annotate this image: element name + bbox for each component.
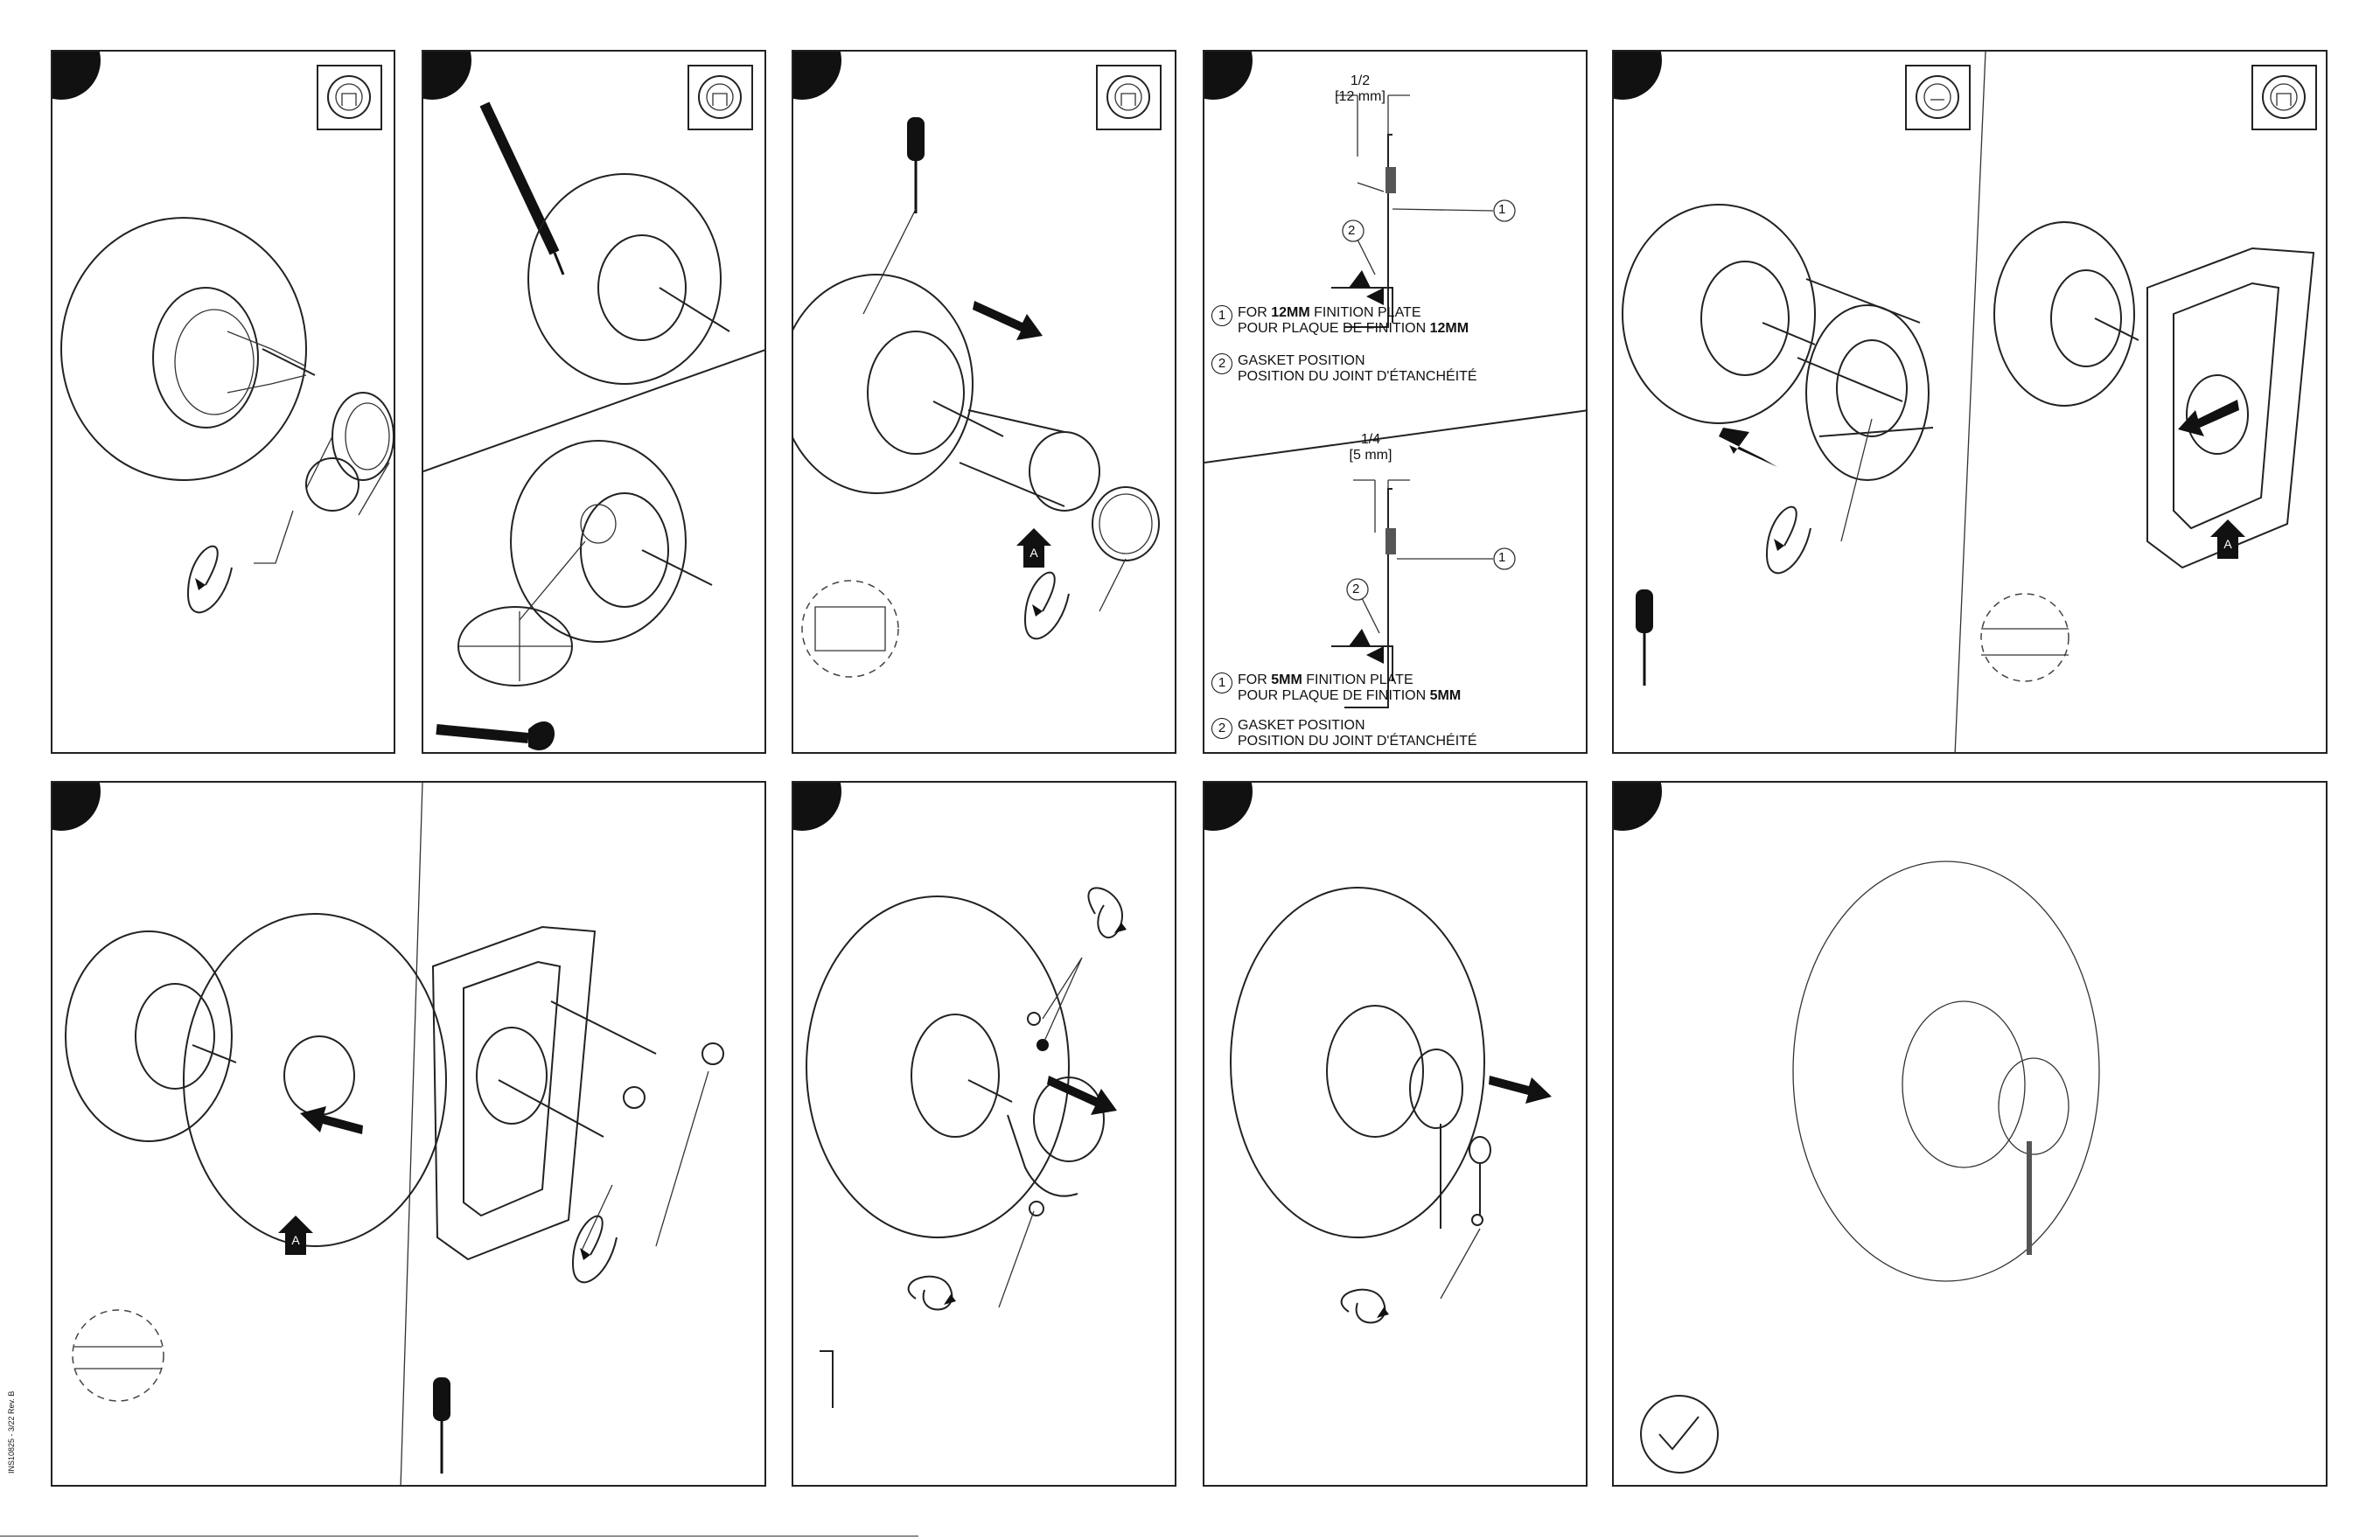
legend-text: POUR PLAQUE DE FINITION (1238, 688, 1430, 703)
step-6-panel: A (51, 781, 766, 1487)
step-2-illustration (423, 52, 766, 754)
legend-text: FOR (1238, 305, 1271, 320)
callout-1: 1 (1498, 202, 1505, 218)
legend-5mm-plate: 1 FOR 5MM FINITION PLATE POUR PLAQUE DE … (1211, 672, 1461, 704)
legend-text: 5MM (1430, 688, 1462, 703)
gasket-ring-drawing (1092, 487, 1159, 561)
callout-a-label: A (1029, 546, 1038, 560)
push-arrow-icon (1047, 1076, 1117, 1115)
rotate-icon (1342, 1290, 1389, 1323)
dim-fraction: 1/2 (1321, 73, 1399, 89)
legend-text: POUR PLAQUE DE FINITION (1238, 321, 1430, 336)
mounting-plate-drawing (66, 931, 236, 1141)
push-arrow-icon (973, 301, 1043, 340)
gasket-cross-sections (1204, 52, 1588, 754)
push-arrow-icon (1489, 1076, 1552, 1104)
callout-1: 1 (1498, 550, 1505, 566)
step-8-illustration (1204, 783, 1588, 1487)
valve-body-drawing (61, 218, 315, 480)
callout-2: 2 (1352, 582, 1359, 597)
push-arrow-icon (1719, 428, 1777, 467)
step-2-panel (422, 50, 766, 754)
rotate-icon (1767, 507, 1811, 574)
hand-tighten-icon (1097, 66, 1161, 129)
dim-5mm: 1/4 [5 mm] (1336, 432, 1406, 463)
trim-plate-round-drawing (806, 896, 1069, 1237)
legend-number: 1 (1211, 672, 1232, 693)
legend-text: 12MM (1430, 321, 1469, 336)
valve-body-drawing (1623, 205, 1815, 423)
pencil-icon (485, 104, 563, 275)
detail-magnifier (458, 607, 572, 686)
finished-valve-drawing (1793, 861, 2099, 1281)
handle-lever-drawing (1469, 1137, 1490, 1216)
dim-fraction: 1/4 (1336, 432, 1406, 448)
step-5-panel: A (1612, 50, 2328, 754)
rotate-icon (909, 1277, 956, 1310)
hand-tighten-icon (688, 66, 752, 129)
legend-text: FOR (1238, 672, 1271, 687)
screwdriver-icon (1636, 589, 1653, 686)
callout-a-label: A (291, 1233, 300, 1247)
step-7-panel (792, 781, 1176, 1487)
wrench-icon (436, 721, 555, 750)
dim-metric: [5 mm] (1336, 448, 1406, 463)
bottom-divider (0, 1536, 918, 1537)
step-9-panel (1612, 781, 2328, 1487)
hand-tighten-icon (1906, 66, 1970, 129)
dim-metric: [12 mm] (1321, 89, 1399, 105)
step-3-illustration: A (793, 52, 1176, 754)
legend-text: FINITION PLATE (1302, 672, 1413, 687)
legend-12mm-plate: 1 FOR 12MM FINITION PLATE POUR PLAQUE DE… (1211, 305, 1469, 337)
legend-12mm-gasket: 2 GASKET POSITION POSITION DU JOINT D'ÉT… (1211, 353, 1477, 385)
callout-2: 2 (1348, 223, 1355, 239)
step-6-illustration: A (52, 783, 766, 1487)
step-4-panel: 1/2 [12 mm] 1 2 1 FOR 12MM FINITION PLAT… (1203, 50, 1588, 754)
step-1-illustration (52, 52, 395, 754)
legend-5mm-gasket: 2 GASKET POSITION POSITION DU JOINT D'ÉT… (1211, 718, 1477, 749)
legend-text: POSITION DU JOINT D'ÉTANCHÉITÉ (1238, 734, 1477, 749)
check-icon (1641, 1396, 1718, 1473)
dim-12mm: 1/2 [12 mm] (1321, 73, 1399, 105)
legend-number: 2 (1211, 353, 1232, 374)
screwdriver-icon (907, 117, 925, 213)
legend-text: 12MM (1271, 305, 1309, 320)
detail-magnifier (73, 1310, 164, 1401)
step-8-panel (1203, 781, 1588, 1487)
legend-text: GASKET POSITION (1238, 718, 1365, 733)
valve-body-drawing (1994, 222, 2139, 406)
detail-magnifier (802, 581, 898, 677)
detail-magnifier (1981, 594, 2069, 681)
step-7-illustration (793, 783, 1176, 1487)
hand-tighten-icon (2252, 66, 2316, 129)
valve-body-drawing (528, 174, 729, 384)
legend-text: GASKET POSITION (1238, 353, 1365, 368)
trim-plate-square-drawing (433, 927, 595, 1259)
step-5-illustration: A (1614, 52, 2328, 754)
callout-a-label: A (2223, 537, 2232, 551)
push-arrow-icon (300, 1106, 363, 1134)
legend-text: 5MM (1271, 672, 1302, 687)
rotate-icon (1088, 888, 1127, 937)
step-3-panel: A (792, 50, 1176, 754)
legend-text: POSITION DU JOINT D'ÉTANCHÉITÉ (1238, 369, 1477, 384)
sleeve-part-drawing (306, 393, 394, 515)
trim-plate-round-drawing (184, 914, 446, 1246)
valve-body-drawing (793, 275, 1003, 493)
callout-a-arrow: A (1016, 528, 1051, 568)
step-1-panel (51, 50, 395, 754)
legend-text: FINITION PLATE (1310, 305, 1421, 320)
screwdriver-icon (433, 1377, 450, 1474)
legend-number: 2 (1211, 718, 1232, 739)
step-9-illustration (1614, 783, 2328, 1487)
rotate-icon (573, 1216, 617, 1283)
part-number: INS10825 - 3/22 Rev. B (7, 1391, 16, 1474)
mounting-plate-drawing (1797, 279, 1933, 480)
rotate-icon (1025, 573, 1069, 639)
trim-plate-round-drawing (1231, 888, 1484, 1237)
rotate-icon (188, 547, 232, 613)
hand-tighten-icon (318, 66, 381, 129)
legend-number: 1 (1211, 305, 1232, 326)
callout-a-arrow: A (278, 1216, 313, 1255)
